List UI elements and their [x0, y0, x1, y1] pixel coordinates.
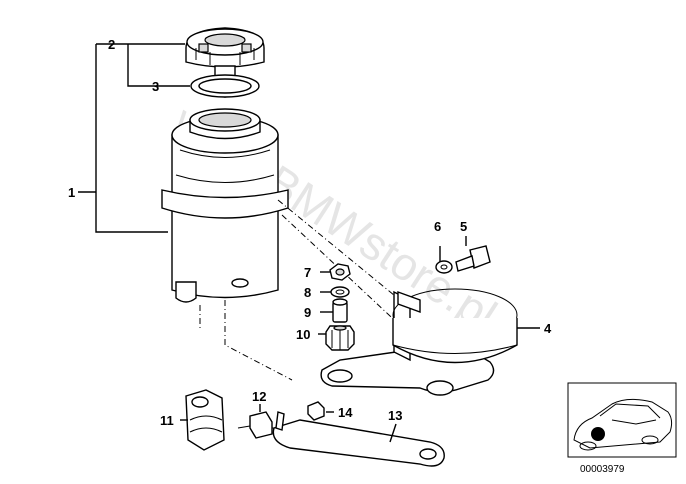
spacer-sleeve: [320, 298, 348, 323]
flat-washer: [320, 286, 350, 298]
callout-4: 4: [544, 321, 552, 336]
callout-13: 13: [388, 408, 402, 423]
callout-9: 9: [304, 305, 311, 320]
rubber-damper: [318, 325, 355, 351]
callout-10: 10: [296, 327, 310, 342]
callout-6: 6: [434, 219, 441, 234]
location-marker: [591, 427, 605, 441]
clip-nut: [307, 401, 334, 421]
holder-strap: [272, 411, 445, 467]
callout-8: 8: [304, 285, 311, 300]
callout-12: 12: [252, 389, 266, 404]
hex-screw: [455, 236, 491, 272]
callout-1: 1: [68, 185, 75, 200]
callout-3: 3: [152, 79, 159, 94]
callout-2: 2: [108, 37, 115, 52]
sealing-ring: [190, 74, 260, 98]
reservoir-body: [161, 108, 289, 303]
callout-14: 14: [338, 405, 353, 420]
callout-7: 7: [304, 265, 311, 280]
mounting-bracket: [320, 288, 540, 396]
vehicle-location-inset: 00003979: [567, 382, 677, 475]
hex-nut: [320, 263, 351, 281]
construction-lines: [199, 199, 406, 381]
hose-clip: [180, 389, 225, 451]
inset-code: 00003979: [580, 464, 625, 475]
rubber-mount: [237, 404, 282, 439]
callout-leaders-left: [78, 43, 190, 233]
lock-washer: [435, 246, 453, 274]
callout-11: 11: [160, 413, 174, 428]
callout-5: 5: [460, 219, 467, 234]
